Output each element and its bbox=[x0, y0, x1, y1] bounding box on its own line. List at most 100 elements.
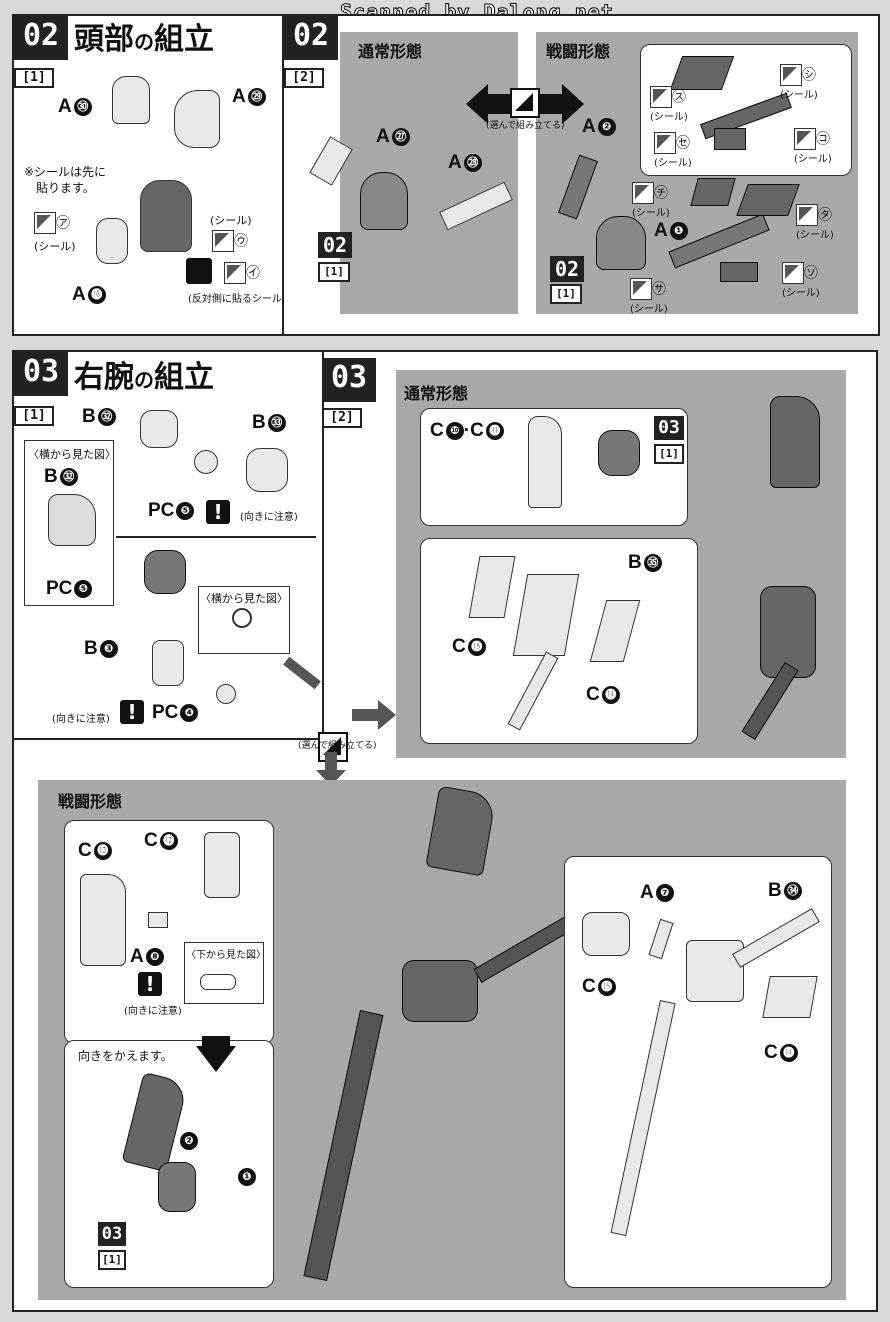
head-battle-shape bbox=[596, 216, 646, 270]
shoulder-ref-shape bbox=[598, 430, 640, 476]
part-a8-shape bbox=[148, 912, 168, 928]
turn-arrow-icon bbox=[196, 1036, 236, 1076]
arrow-down-icon bbox=[316, 752, 346, 790]
step03-number-2: 03 bbox=[322, 358, 376, 402]
seal-chi: ㋠(シール) bbox=[632, 182, 670, 219]
bottom-view-part-icon bbox=[200, 974, 236, 990]
seal-sheet-3 bbox=[714, 128, 746, 150]
part-b33-shape bbox=[246, 448, 288, 492]
battle-mode-title-03: 戦闘形態 bbox=[58, 792, 123, 811]
order2-mark: ❷ bbox=[178, 1130, 198, 1152]
seal-ko: ㋙(シール) bbox=[794, 128, 832, 165]
seal-se: ㋝(シール) bbox=[654, 132, 692, 169]
seal-so: ㋞(シール) bbox=[782, 262, 820, 299]
warning-icon-3: ! bbox=[138, 972, 162, 996]
step03-sub2: [2] bbox=[322, 408, 362, 428]
choose-icon bbox=[510, 88, 540, 118]
side-part-b32-shape bbox=[48, 494, 96, 546]
step02-title-particle: の bbox=[134, 30, 154, 54]
side-view-title-2: 〈横から見た図〉 bbox=[200, 592, 288, 605]
part-c15b-shape bbox=[582, 912, 630, 956]
seal-sheet-4 bbox=[690, 178, 736, 206]
ref-step02: 02 bbox=[318, 232, 352, 258]
side-view-title: 〈横から見た図〉 bbox=[28, 448, 116, 461]
choose-icon-03 bbox=[318, 732, 348, 762]
flip-icon bbox=[186, 258, 212, 284]
shoulder-assembled-shape bbox=[144, 550, 186, 594]
bottom-view-box bbox=[184, 942, 264, 1004]
arrow-right-icon bbox=[352, 700, 396, 734]
step03-title: 右腕の組立 bbox=[74, 352, 214, 396]
part-c13-shape bbox=[80, 874, 126, 966]
part-b32-shape bbox=[140, 410, 178, 448]
forearm-top-shape bbox=[770, 396, 820, 488]
seal-shi: ㋛(シール) bbox=[780, 64, 818, 101]
warning-icon-2: ! bbox=[120, 700, 144, 724]
seal-a-icon: ㋐ bbox=[34, 212, 70, 234]
step02-title: 頭部の組立 bbox=[74, 14, 214, 58]
step02-title-main: 頭部 bbox=[74, 22, 134, 57]
seal-sa: ㋚(シール) bbox=[630, 278, 668, 315]
part-c14b-shape bbox=[762, 976, 818, 1018]
turn-note: 向きをかえます。 bbox=[78, 1049, 173, 1063]
step03-number: 03 bbox=[14, 352, 68, 396]
part-pc5-shape bbox=[194, 450, 218, 474]
blade-body-shape bbox=[686, 940, 744, 1002]
part-a16-shape bbox=[96, 218, 128, 264]
choose-note: (選んで組み立てる) bbox=[486, 121, 565, 131]
bottom-view-title: 〈下から見た図〉 bbox=[186, 950, 266, 961]
step03-title-particle: の bbox=[134, 368, 154, 392]
elbow-piece-shape bbox=[158, 1162, 196, 1212]
attention-3: (向きに注意) bbox=[124, 1006, 182, 1017]
normal-mode-area bbox=[340, 32, 518, 314]
order1-mark: ❶ bbox=[236, 1166, 256, 1188]
ref-step02-battle: 02 bbox=[550, 256, 584, 282]
ref-step03: 03 bbox=[654, 416, 684, 440]
part-a30-shape bbox=[112, 76, 150, 124]
ref-step03-battle-sub: [1] bbox=[98, 1250, 126, 1270]
ref-step02-sub: [1] bbox=[318, 262, 350, 282]
attention-2: (向きに注意) bbox=[52, 714, 110, 725]
attention-1: (向きに注意) bbox=[240, 512, 298, 523]
ref-step02-battle-sub: [1] bbox=[550, 284, 582, 304]
pc-side-icon bbox=[232, 608, 252, 628]
forearm-bottom-shape bbox=[760, 586, 816, 678]
step03-title-main: 右腕 bbox=[74, 360, 134, 395]
seal-su: ㋜(シール) bbox=[650, 86, 688, 123]
step02-title-tail: 組立 bbox=[154, 22, 214, 57]
battle-forearm-body bbox=[402, 960, 478, 1022]
seal-u-label: (シール) bbox=[210, 214, 252, 227]
head-callout bbox=[140, 180, 192, 252]
battle-mode-title: 戦闘形態 bbox=[546, 42, 611, 61]
part-b3-shape bbox=[152, 640, 184, 686]
choose-note-03: (選んで組み立てる) bbox=[298, 741, 377, 751]
part-a29-shape bbox=[174, 90, 220, 148]
opposite-note: (反対側に貼るシール) bbox=[188, 294, 286, 305]
step02-sub2: [2] bbox=[284, 68, 324, 88]
seal-a-label: (シール) bbox=[34, 240, 76, 253]
part-c12-shape bbox=[204, 832, 240, 898]
step02-number-2: 02 bbox=[284, 16, 338, 60]
